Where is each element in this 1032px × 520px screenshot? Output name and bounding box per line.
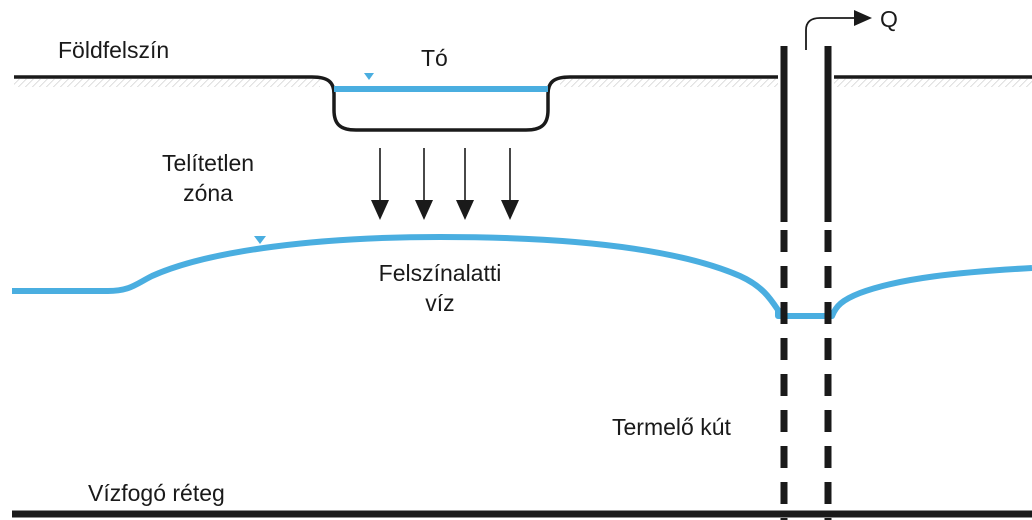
- unsaturated-zone-label: Telítetlen zóna: [128, 148, 288, 208]
- production-well-label: Termelő kút: [612, 414, 731, 440]
- groundwater-label-line1: Felszínalatti: [378, 260, 502, 286]
- groundwater-label: Felszínalatti víz: [345, 258, 535, 318]
- arrow-down-icon: [501, 148, 519, 220]
- ground-surface-label: Földfelszín: [58, 37, 170, 63]
- aquitard-label: Vízfogó réteg: [88, 480, 225, 506]
- ground-hatching: [14, 79, 1032, 87]
- discharge-label: Q: [880, 6, 898, 32]
- unsaturated-zone-label-line1: Telítetlen: [161, 150, 255, 176]
- lake-label: Tó: [421, 45, 448, 71]
- seepage-arrows: [371, 148, 519, 220]
- lake-water-level-marker: [364, 73, 374, 80]
- groundwater-label-line2: víz: [425, 290, 455, 316]
- ground-surface-line: [14, 75, 1032, 132]
- arrow-right-icon: [805, 10, 872, 50]
- arrow-down-icon: [456, 148, 474, 220]
- arrow-down-icon: [371, 148, 389, 220]
- groundwater-table-line: [12, 234, 1032, 319]
- arrow-down-icon: [415, 148, 433, 220]
- production-well: [780, 46, 832, 520]
- groundwater-level-marker: [254, 236, 266, 244]
- unsaturated-zone-label-line2: zóna: [183, 180, 233, 206]
